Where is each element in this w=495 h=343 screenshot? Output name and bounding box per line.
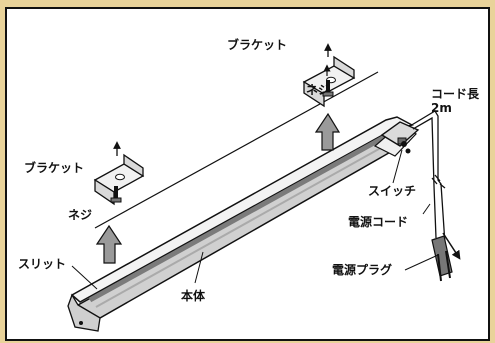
screw-left-label: ネジ (68, 208, 92, 222)
bracket-icon (93, 141, 145, 206)
bracket-top-label: ブラケット (227, 37, 287, 52)
power-cord-label: 電源コード (348, 214, 408, 229)
screw-top-label: ネジ (306, 83, 330, 97)
bracket-left-label: ブラケット (24, 160, 84, 175)
bracket-icon (302, 43, 356, 108)
body-label: 本体 (181, 288, 206, 303)
switch-label: スイッチ (368, 184, 416, 198)
power-plug-label: 電源プラグ (332, 262, 392, 277)
ceiling-line (94, 71, 379, 229)
up-arrow-icon (314, 112, 341, 151)
screw-icon (322, 64, 334, 97)
screw-icon (110, 186, 122, 203)
power-plug-icon (431, 232, 461, 282)
slit-hole (79, 321, 83, 325)
slit-label: スリット (18, 257, 66, 271)
switch-module (380, 121, 420, 154)
light-body (67, 116, 418, 332)
cord-length-label-2: 2m (431, 101, 452, 115)
power-cord (409, 110, 446, 245)
diagram-panel (5, 7, 490, 341)
up-arrow-icon (95, 224, 123, 264)
cord-length-label-1: コード長 (431, 86, 480, 101)
